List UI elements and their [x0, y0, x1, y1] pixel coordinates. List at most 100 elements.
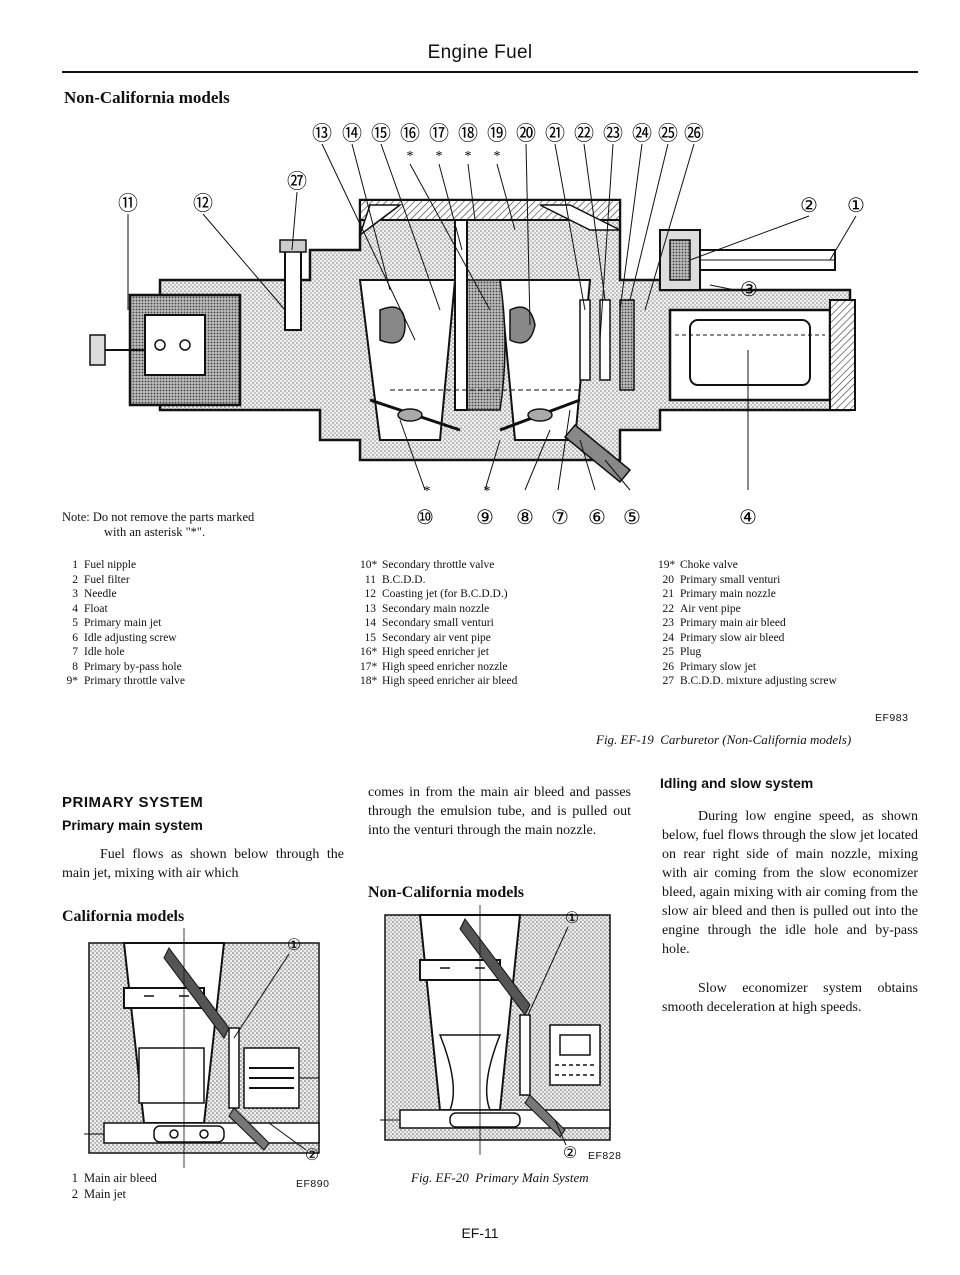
- leader-line: [233, 953, 290, 1039]
- header-rule: [62, 71, 918, 73]
- note-text-2: with an asterisk "*".: [104, 525, 206, 539]
- callout-8: ⑧: [516, 507, 534, 529]
- idling-body-text: During low engine speed, as shown below,…: [662, 809, 918, 957]
- non-california-carburetor-body: [380, 905, 611, 1155]
- callout-18: ⑱: [458, 122, 478, 145]
- callout-16: ⑯: [400, 122, 420, 145]
- label-california-models: California models: [62, 908, 185, 925]
- carburetor-diagram: ⑬ ⑭ ⑮ ⑯ ⑰ ⑱ ⑲ ⑳ ㉑ ㉒ ㉓ ㉔ ㉕ ㉖ * * * * ㉗ ⑪ …: [89, 122, 865, 529]
- callout-3: ③: [740, 279, 758, 301]
- callout-26: ㉖: [684, 122, 704, 145]
- callout-5: ⑤: [623, 507, 641, 529]
- section-label-non-california: Non-California models: [64, 88, 230, 107]
- caption-number: Fig. EF-20: [411, 1170, 469, 1185]
- subheading-primary-main-system: Primary main system: [62, 817, 203, 833]
- heading-idling-slow-system: Idling and slow system: [660, 775, 814, 791]
- callout-9: ⑨: [476, 507, 494, 529]
- callout-13: ⑬: [312, 122, 332, 145]
- callout-20: ⑳: [516, 122, 536, 145]
- callout-1: ①: [287, 937, 301, 954]
- asterisk-17: *: [436, 149, 443, 164]
- callout-11: ⑪: [118, 192, 138, 215]
- leader-line: [554, 1119, 567, 1146]
- callout-4: ④: [739, 507, 757, 529]
- non-california-primary-main-diagram: ① ②: [380, 905, 611, 1160]
- callout-2: ②: [305, 1147, 319, 1164]
- figure-code-ef983: EF983: [875, 712, 909, 724]
- callouts-bottom: * * ⑩ ⑨ ⑧ ⑦ ⑥ ⑤ ④: [416, 484, 757, 529]
- callout-24: ㉔: [632, 122, 652, 145]
- page-number: EF-11: [461, 1225, 499, 1241]
- label-non-california-models: Non-California models: [368, 884, 524, 901]
- callout-6: ⑥: [588, 507, 606, 529]
- leader-line: [527, 926, 569, 1016]
- figure-code-ef828: EF828: [588, 1150, 622, 1162]
- callout-17: ⑰: [429, 122, 449, 145]
- callout-12: ⑫: [193, 192, 213, 215]
- callout-27: ㉗: [287, 170, 307, 193]
- california-carburetor-body: [84, 928, 320, 1168]
- list-item: 9*Primary throttle valve: [66, 675, 185, 687]
- primary-body-text-continued: comes in from the main air bleed and pas…: [368, 785, 631, 838]
- list-item: 10*Secondary throttle valve: [360, 559, 495, 571]
- list-item: 17*High speed enricher nozzle: [360, 660, 508, 673]
- note-text: Note: Do not remove the parts marked: [62, 510, 255, 524]
- callout-22: ㉒: [574, 122, 594, 145]
- idling-body-text-2: Slow economizer system obtains smooth de…: [662, 981, 918, 1015]
- callout-1: ①: [565, 910, 579, 927]
- callout-2: ②: [563, 1145, 577, 1160]
- caption-text: Primary Main System: [475, 1170, 589, 1185]
- callout-1: ①: [847, 195, 865, 217]
- figure-caption-ef19: Fig. EF-19 Carburetor (Non-California mo…: [596, 732, 851, 748]
- callout-23: ㉓: [603, 122, 623, 145]
- primary-body-text: Fuel flows as shown below through the ma…: [62, 847, 344, 881]
- callout-25: ㉕: [658, 122, 678, 145]
- callout-2: ②: [800, 195, 818, 217]
- page-header-title: Engine Fuel: [427, 42, 533, 63]
- callout-10: ⑩: [416, 507, 434, 529]
- asterisk-10: *: [424, 484, 431, 499]
- california-primary-main-diagram: ① ②: [84, 928, 320, 1168]
- asterisk-9: *: [484, 484, 491, 499]
- callouts-top: ⑬ ⑭ ⑮ ⑯ ⑰ ⑱ ⑲ ⑳ ㉑ ㉒ ㉓ ㉔ ㉕ ㉖ * * * * ㉗ ⑪ …: [118, 122, 865, 301]
- callout-7: ⑦: [551, 507, 569, 529]
- callout-14: ⑭: [342, 122, 362, 145]
- asterisk-18: *: [465, 149, 472, 164]
- list-item: 16*High speed enricher jet: [360, 646, 489, 658]
- leader-lines: [127, 143, 857, 491]
- callout-19: ⑲: [487, 122, 507, 145]
- asterisk-19: *: [494, 149, 501, 164]
- section-heading-primary-system: PRIMARY SYSTEM: [62, 794, 204, 811]
- asterisk-16: *: [407, 149, 414, 164]
- carburetor-body: [89, 198, 856, 484]
- caption-number: Fig. EF-19: [596, 732, 654, 747]
- leader-line: [268, 1122, 307, 1151]
- figure-code-ef890: EF890: [296, 1178, 330, 1190]
- list-item: 19*Choke valve: [658, 559, 738, 571]
